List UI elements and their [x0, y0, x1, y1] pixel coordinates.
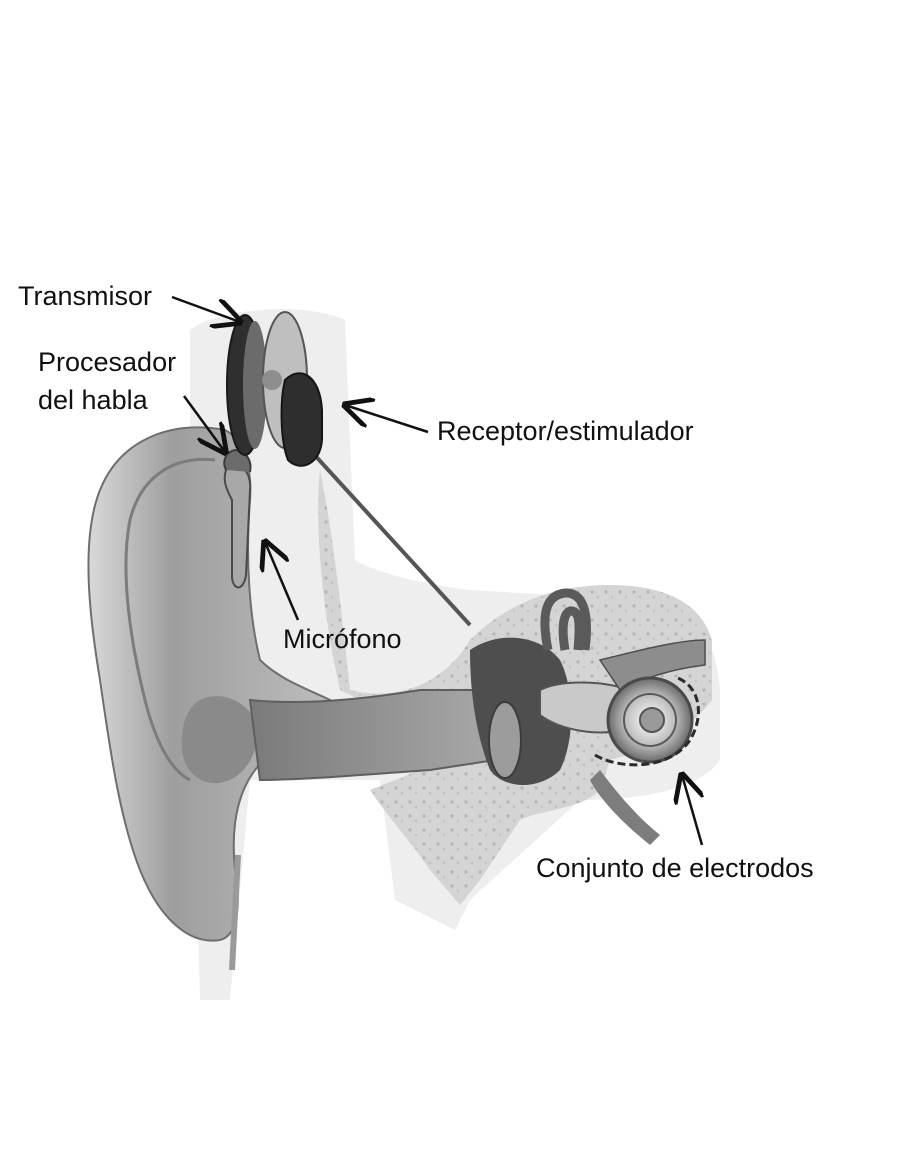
eardrum [488, 701, 522, 779]
semicircular-canals [540, 588, 591, 651]
label-speech-processor-line2: del habla [38, 385, 148, 415]
label-speech-processor-line1: Procesador [38, 347, 177, 377]
arrow-microphone [265, 542, 300, 621]
label-microphone: Micrófono [283, 620, 402, 658]
label-receiver-stimulator-text: Receptor/estimulador [437, 416, 694, 446]
label-transmitter-text: Transmisor [18, 281, 153, 311]
cochlea-apex [639, 707, 665, 733]
head-silhouette [190, 309, 720, 1001]
arrow-receiver-stimulator [345, 405, 429, 434]
label-receiver-stimulator: Receptor/estimulador [437, 412, 694, 450]
concha [181, 696, 258, 784]
helix-fold [124, 457, 216, 782]
electrode-lead [308, 448, 472, 627]
cochlea-inner-turn [623, 693, 677, 747]
eustachian-tube [590, 770, 660, 845]
arrow-electrode-array [682, 775, 702, 846]
label-electrode-array-text: Conjunto de electrodos [536, 853, 814, 883]
label-electrode-array: Conjunto de electrodos [536, 849, 814, 887]
receiver-stimulator-body [280, 372, 323, 467]
label-transmitter: Transmisor [18, 277, 152, 315]
earlobe-line [229, 854, 241, 971]
arrow-speech-processor [182, 395, 225, 452]
electrode-array [594, 675, 700, 767]
transmitter-coil-rim [243, 321, 267, 449]
label-microphone-text: Micrófono [283, 624, 402, 654]
label-speech-processor: Procesador del habla [38, 343, 176, 419]
receiver-magnet [262, 370, 282, 390]
arrow-transmitter [171, 295, 240, 322]
ear-canal [248, 689, 497, 782]
